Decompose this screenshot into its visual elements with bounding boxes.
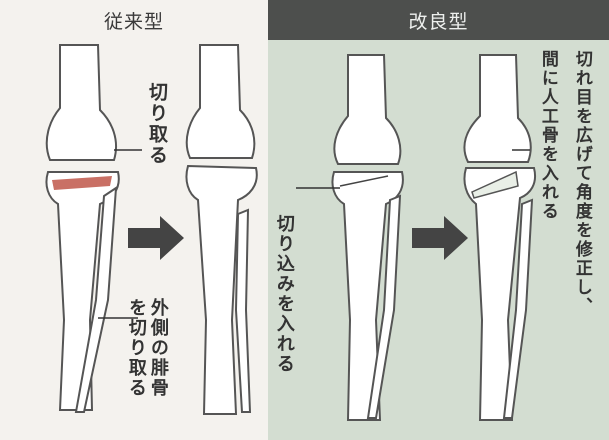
cut-label: 切り取る [146, 82, 166, 166]
fibula-label-col2: を切り取る [126, 298, 145, 398]
fibula-label-col1: 外側の腓骨 [148, 298, 167, 398]
correction-label-col1: 切れ目を広げて角度を修正し、 [572, 50, 590, 316]
knee-incision [332, 55, 402, 420]
right-arrow-icon [128, 216, 184, 260]
femur-incision [334, 55, 400, 164]
femur-before [47, 45, 116, 160]
right-arrow-icon [412, 216, 468, 260]
knee-corrected [464, 55, 535, 420]
femur-after [187, 45, 255, 158]
correction-label-col2: 間に人工骨を入れる [538, 50, 556, 221]
femur-corrected [464, 55, 530, 162]
incision-label: 切り込みを入れる [274, 214, 293, 374]
knee-before [46, 45, 118, 412]
panel-improved: 改良型 切り込みを入れる 間に人工骨を入れる 切れ目を広げて角度を修正し、 [268, 0, 609, 440]
fibula-after [236, 210, 250, 412]
panel-conventional: 従来型 切り取る を切り取る 外側の腓骨 [0, 0, 268, 440]
knee-after [186, 45, 256, 414]
